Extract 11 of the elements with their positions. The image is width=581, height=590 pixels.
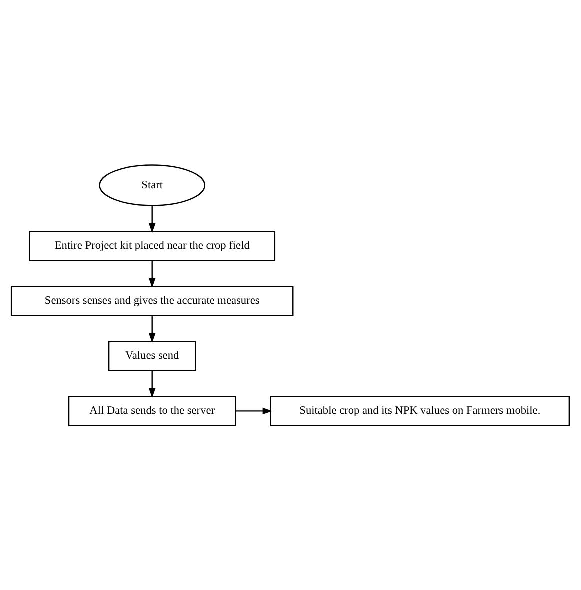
node-box: Values send bbox=[108, 340, 196, 371]
arrow bbox=[148, 260, 156, 288]
arrow bbox=[148, 316, 156, 343]
arrow bbox=[148, 205, 156, 233]
arrow bbox=[148, 370, 156, 398]
arrow bbox=[236, 407, 273, 414]
node-box: All Data sends to the server bbox=[68, 396, 236, 426]
node-box: Entire Project kit placed near the crop field bbox=[29, 230, 276, 261]
node-box: Suitable crop and its NPK values on Farmers mobile. bbox=[270, 396, 570, 426]
node-box: Sensors senses and gives the accurate measures bbox=[10, 286, 294, 316]
node-ellipse: Start bbox=[99, 164, 206, 206]
